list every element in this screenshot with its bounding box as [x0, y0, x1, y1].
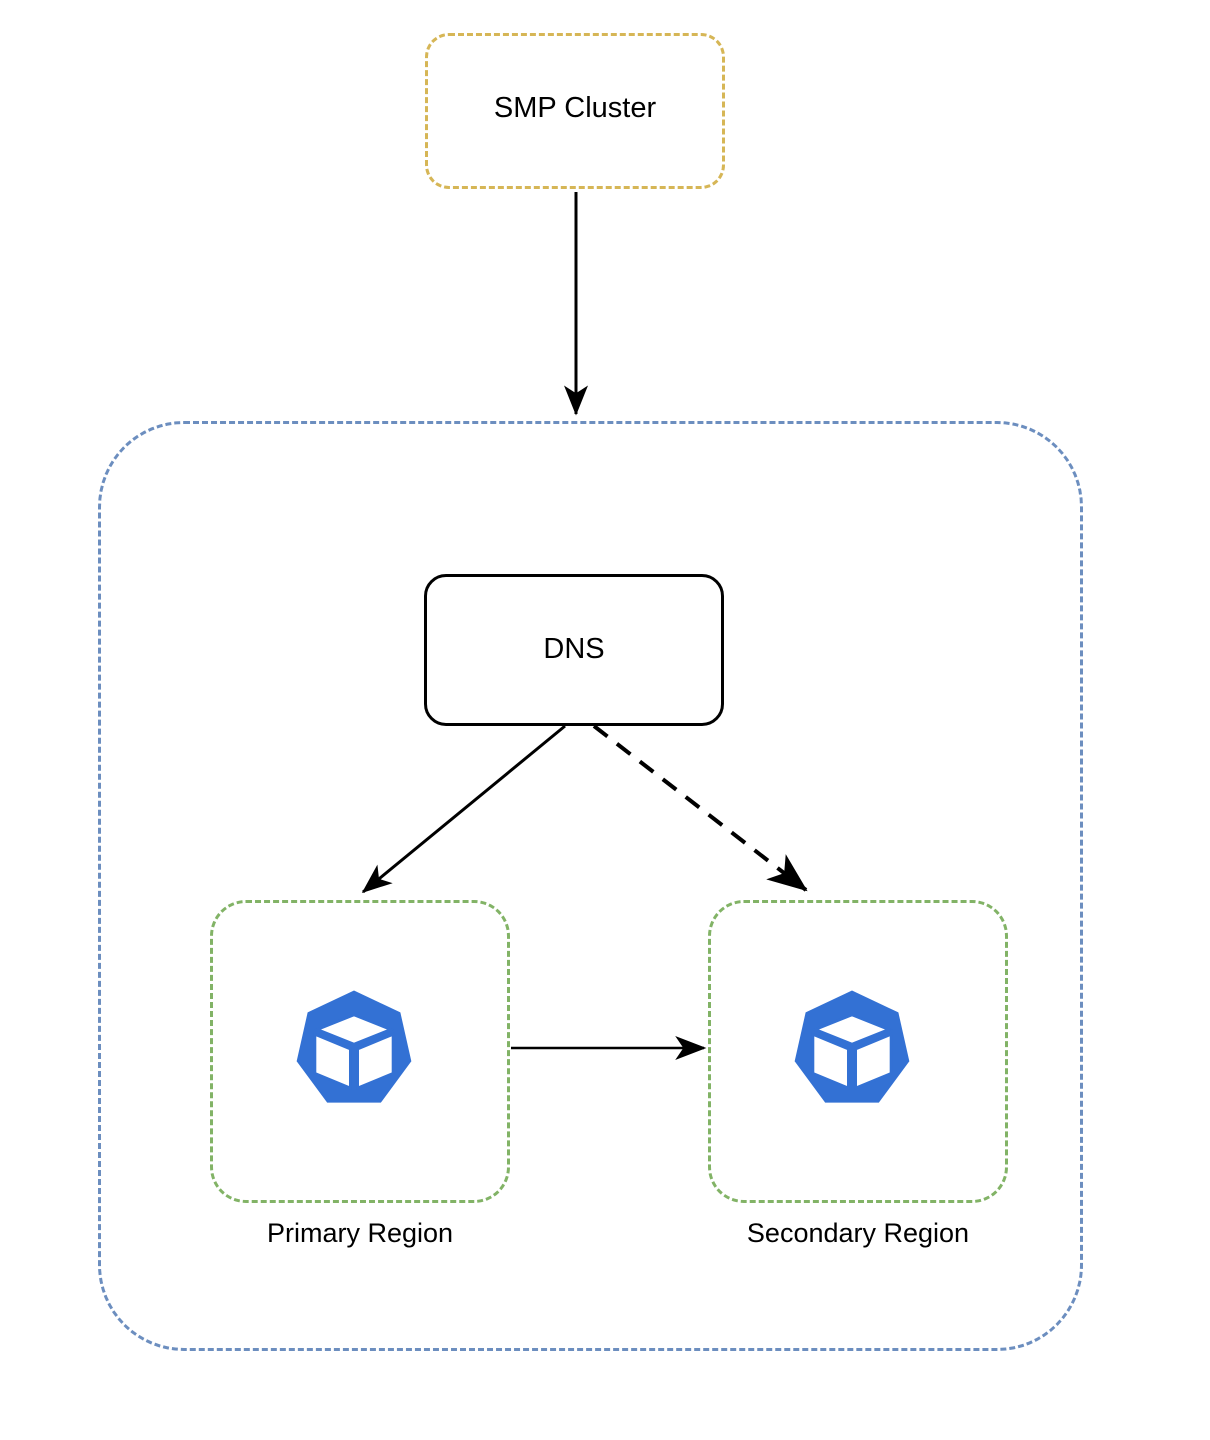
primary-region-node[interactable]: [210, 900, 510, 1203]
secondary-region-node[interactable]: [708, 900, 1008, 1203]
kubernetes-icon: [791, 988, 913, 1110]
dns-node[interactable]: DNS: [424, 574, 724, 726]
smp-cluster-node[interactable]: SMP Cluster: [425, 33, 725, 189]
smp-cluster-label: SMP Cluster: [493, 92, 657, 124]
primary-region-label: Primary Region: [266, 1218, 454, 1248]
secondary-region-label: Secondary Region: [746, 1218, 970, 1248]
platform-container[interactable]: [98, 421, 1083, 1351]
dns-label: DNS: [543, 633, 605, 665]
kubernetes-icon: [293, 988, 415, 1110]
